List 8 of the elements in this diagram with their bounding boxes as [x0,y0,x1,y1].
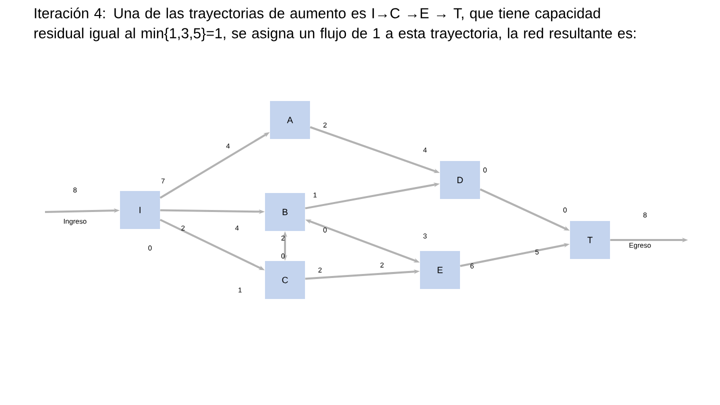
node-box: A [270,101,310,139]
node-box: E [420,251,460,289]
node-box: I [120,191,160,229]
node-box: D [440,161,480,199]
node-box: B [265,193,305,231]
node-box: T [570,221,610,259]
node-box: C [265,261,305,299]
title: Iteración 4: Una de las trayectorias de aumento es I→C →E → T, que tiene capacidad residual igual al min{1,3,5}=1, se asigna un flujo de 1 a esta trayectoria, la red resultante es: [34,8,636,42]
